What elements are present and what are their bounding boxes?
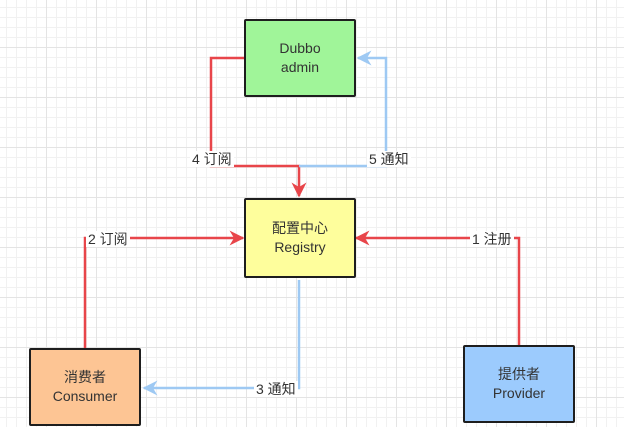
node-dubbo-admin-line2: admin (280, 59, 320, 75)
edge-register (354, 230, 521, 345)
edge-label-consumer-subscribe: 2 订阅 (86, 231, 130, 247)
node-dubbo-admin-line1: Dubbo (279, 40, 321, 56)
node-registry-line1: 配置中心 (272, 220, 328, 236)
edge-admin-notify (299, 50, 388, 168)
node-provider-line2: Provider (492, 385, 546, 401)
node-dubbo-admin[interactable]: Dubbo admin (244, 19, 356, 97)
node-provider-line1: 提供者 (498, 366, 540, 382)
node-registry[interactable]: 配置中心 Registry (244, 198, 356, 278)
edge-label-consumer-notify: 3 通知 (254, 381, 298, 397)
edge-label-register: 1 注册 (470, 231, 514, 247)
edge-label-admin-subscribe: 4 订阅 (190, 151, 234, 167)
edge-consumer-notify (142, 280, 301, 396)
node-consumer-line1: 消费者 (64, 369, 106, 385)
node-consumer[interactable]: 消费者 Consumer (29, 348, 141, 426)
node-registry-line2: Registry (274, 239, 326, 255)
edge-consumer-subscribe (83, 230, 245, 348)
node-provider[interactable]: 提供者 Provider (463, 345, 575, 423)
node-consumer-line2: Consumer (52, 388, 118, 404)
edge-label-admin-notify: 5 通知 (367, 151, 411, 167)
